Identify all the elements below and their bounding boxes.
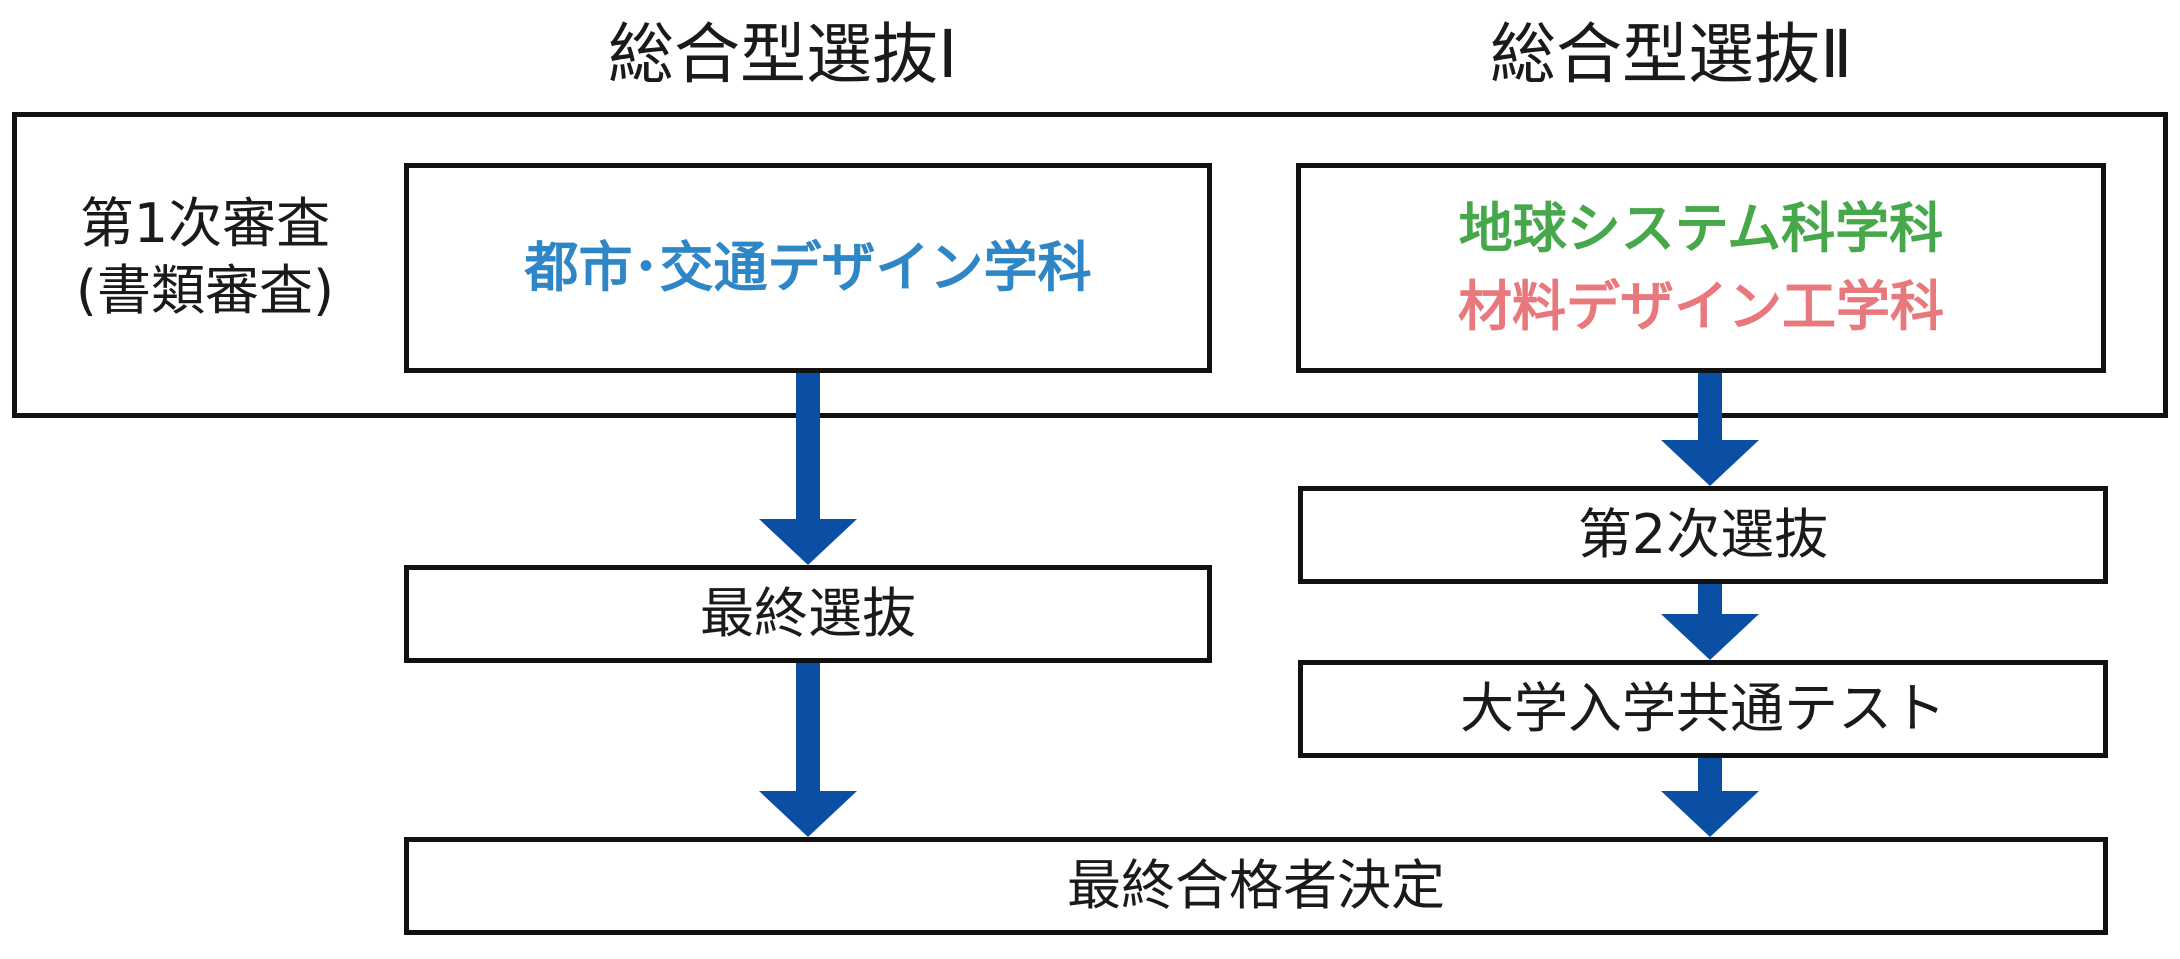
final-decision-label: 最終合格者決定: [1067, 854, 1445, 918]
track1-heading: 総合型選抜Ⅰ: [608, 16, 958, 93]
arrow-second-selection-to-common-test: [1661, 584, 1759, 660]
track1-department: 都市･交通デザイン学科: [524, 235, 1092, 299]
final-selection-label: 最終選抜: [700, 582, 916, 646]
arrow-dept1-to-final-selection: [759, 373, 857, 565]
second-selection-box: 第2次選抜: [1298, 486, 2108, 584]
final-decision-box: 最終合格者決定: [404, 837, 2108, 935]
arrow-common-test-to-decision: [1661, 758, 1759, 837]
track2-department-earth: 地球システム科学科: [1458, 196, 1944, 260]
stage1-label-line1: 第1次審査: [79, 191, 331, 255]
second-selection-label: 第2次選抜: [1577, 503, 1829, 567]
track2-heading: 総合型選抜Ⅱ: [1490, 16, 1853, 93]
common-test-box: 大学入学共通テスト: [1298, 660, 2108, 758]
stage1-label: 第1次審査 (書類審査): [40, 172, 370, 342]
track1-department-box: 都市･交通デザイン学科: [404, 163, 1212, 373]
arrow-dept2-to-second-selection: [1661, 373, 1759, 486]
track2-department-materials: 材料デザイン工学科: [1458, 275, 1944, 338]
arrow-final-selection-to-decision: [759, 663, 857, 837]
final-selection-box: 最終選抜: [404, 565, 1212, 663]
common-test-label: 大学入学共通テスト: [1460, 677, 1946, 741]
track2-department-box: 地球システム科学科 材料デザイン工学科: [1296, 163, 2106, 373]
stage1-label-line2: (書類審査): [75, 259, 335, 322]
